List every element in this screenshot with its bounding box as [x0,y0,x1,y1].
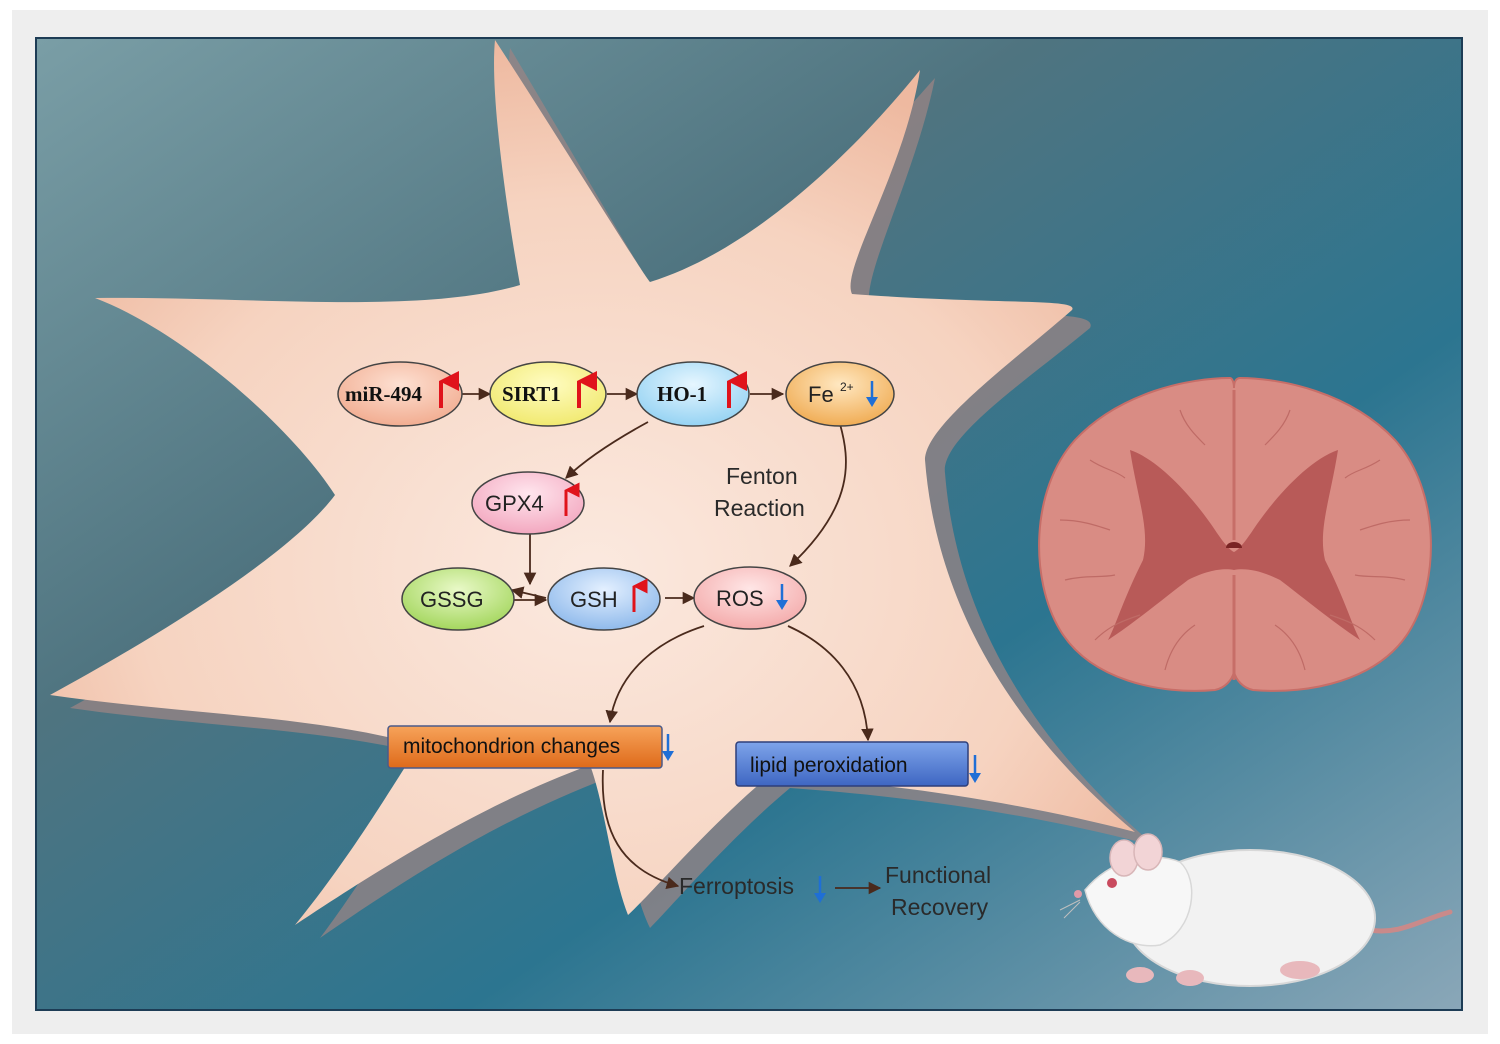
node-gssg: GSSG [401,567,515,631]
lipid-peroxidation-box: lipid peroxidation [735,741,981,787]
arrow-ros-lipid [787,625,874,742]
node-gsh: GSH [547,567,661,631]
arrow-fe-ros [789,423,847,567]
fenton-label-line1: Fenton [726,463,798,489]
cell-body [50,40,1135,925]
node-sirt1-label: SIRT1 [502,382,561,406]
down-arrow-icon [776,584,788,610]
mitochondrion-changes-box: mitochondrion changes [387,725,674,769]
node-mir494-label: miR-494 [345,382,422,406]
node-ho1: HO-1 [636,361,750,427]
spinal-cord-section [1038,376,1432,692]
lipid-label: lipid peroxidation [750,754,908,777]
node-mir494: miR-494 [337,361,463,427]
functional-recovery-line1: Functional [885,862,991,888]
node-fe2plus: Fe 2+ [785,361,895,427]
arrow-ros-mitochondrion [605,625,705,724]
node-ros: ROS [693,566,807,630]
node-fe-label: Fe [808,382,834,407]
functional-recovery-line2: Recovery [891,894,989,920]
down-arrow-icon [662,734,674,761]
fenton-label-line2: Reaction [714,495,805,521]
mitochondrion-label: mitochondrion changes [403,735,620,758]
node-gssg-label: GSSG [420,587,484,612]
connector-arrows [462,387,882,895]
node-fe-charge: 2+ [840,380,854,394]
node-ros-label: ROS [716,586,764,611]
arrow-ho1-gpx4 [565,421,649,479]
down-arrow-icon [969,755,981,783]
down-arrow-icon [814,876,826,903]
mouse-illustration [1059,833,1453,987]
arrow-mitochondrion-ferroptosis [601,769,680,890]
node-gpx4-label: GPX4 [485,491,544,516]
ferroptosis-label: Ferroptosis [679,873,794,899]
node-sirt1: SIRT1 [489,361,607,427]
down-arrow-icon [866,381,878,407]
node-gpx4: GPX4 [471,471,585,535]
node-gsh-label: GSH [570,587,618,612]
node-ho1-label: HO-1 [657,382,707,406]
